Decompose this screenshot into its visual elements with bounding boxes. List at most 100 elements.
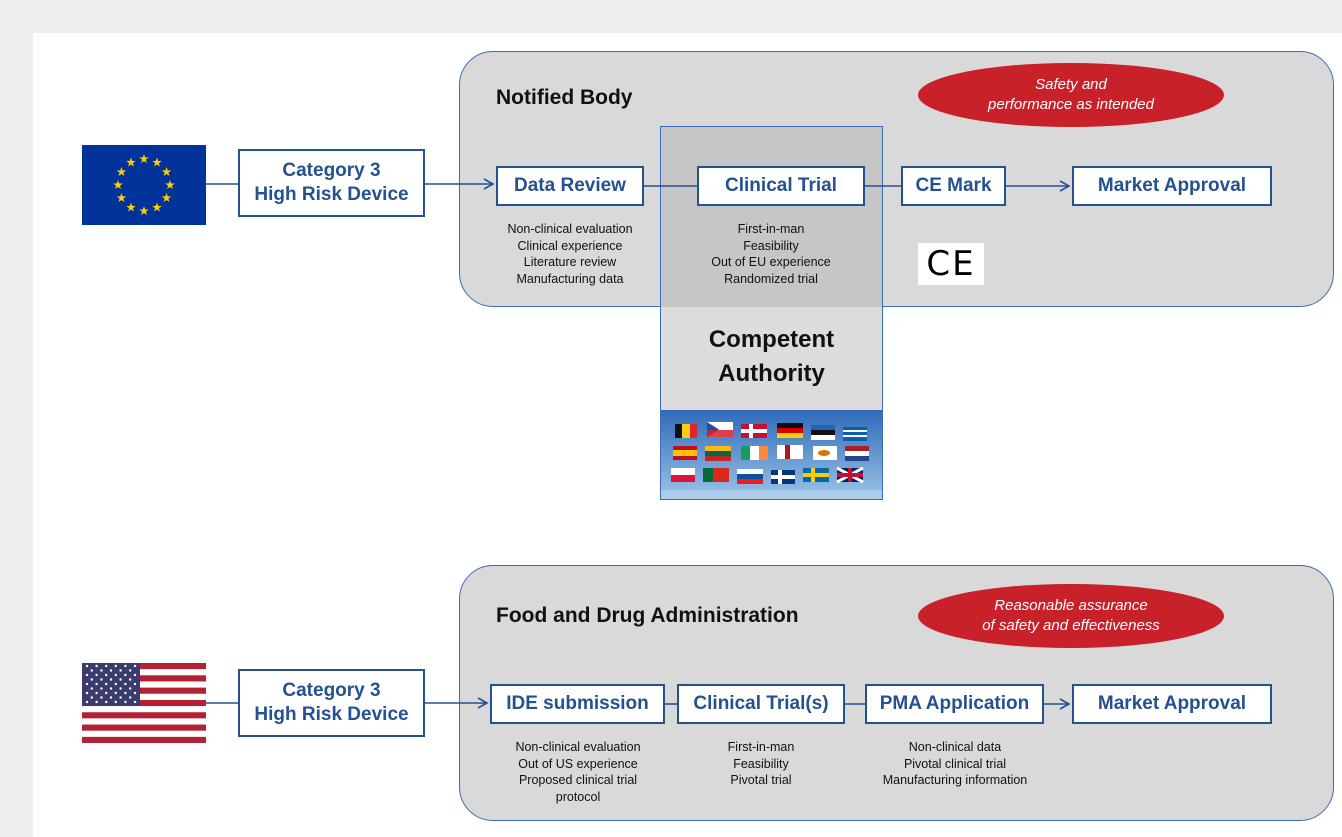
us-stripe [82, 712, 206, 719]
us-star-icon [90, 678, 93, 681]
us-star-icon [114, 691, 117, 695]
us-stripe [82, 687, 206, 695]
us-star-icon [109, 678, 113, 681]
fda-title: Food and Drug Administration [496, 604, 799, 627]
us-star-icon [105, 673, 108, 677]
eu-star-icon [161, 167, 172, 177]
us-star-icon [105, 700, 108, 704]
us-star-icon [95, 691, 98, 695]
eu-category-line2: High Risk Device [254, 184, 409, 205]
us-stripe [82, 699, 206, 707]
us-stripe [82, 669, 206, 676]
us-star-icon [119, 669, 122, 672]
us-star-icon [124, 673, 127, 677]
us-stripe [82, 693, 206, 701]
us-star-icon [129, 669, 132, 672]
ide-submission-box: IDE submission [490, 684, 665, 724]
us-goal-ellipse: Reasonable assurance of safety and effec… [918, 584, 1224, 648]
eu-market-approval-box: Market Approval [1072, 166, 1272, 206]
us-star-icon [105, 691, 108, 695]
us-star-icon [133, 691, 137, 695]
eu-clinical-trial-notes: First-in-man Feasibility Out of EU exper… [711, 222, 831, 286]
us-star-icon [119, 696, 122, 699]
us-star-icon [114, 673, 117, 677]
us-goal-line2: of safety and effectiveness [982, 617, 1160, 634]
eu-star-icon [126, 157, 136, 167]
us-star-icon [124, 664, 127, 668]
competent-authority-title: Competent Authority [708, 326, 835, 387]
eu-category-box: Category 3 High Risk Device [238, 149, 425, 217]
us-category-line1: Category 3 [282, 680, 381, 702]
us-stripe [82, 718, 206, 725]
us-goal-line1: Reasonable assurance [994, 597, 1148, 614]
us-flag-icon [82, 663, 206, 743]
us-star-icon [85, 664, 89, 668]
us-star-icon [90, 687, 93, 690]
eu-goal-line2: performance as intended [988, 96, 1154, 113]
us-stripe [82, 681, 206, 688]
pma-notes: Non-clinical data Pivotal clinical trial… [882, 740, 1028, 787]
eu-star-icon [165, 180, 175, 190]
eu-star-icon [139, 206, 149, 216]
eu-star-icon [139, 154, 149, 164]
us-category-line2: High Risk Device [254, 704, 409, 725]
us-star-icon [95, 673, 98, 677]
us-star-icon [114, 682, 117, 686]
data-review-box: Data Review [496, 166, 644, 206]
eu-star-icon [113, 180, 123, 190]
us-star-icon [129, 696, 132, 699]
us-star-icon [85, 700, 89, 704]
us-stripe [82, 730, 206, 738]
eu-goal-line1: Safety and [1035, 76, 1107, 93]
us-star-icon [114, 700, 117, 704]
us-star-icon [95, 682, 98, 686]
us-star-icon [95, 700, 98, 704]
us-stripe [82, 663, 206, 670]
eu-star-icon [126, 202, 136, 212]
us-star-icon [90, 696, 93, 699]
us-star-icon [105, 682, 108, 686]
us-star-icon [119, 687, 122, 690]
us-star-icon [109, 696, 113, 699]
us-star-icon [100, 669, 103, 672]
us-star-icon [100, 687, 103, 690]
us-clinical-trials-box: Clinical Trial(s) [677, 684, 845, 724]
us-stripe [82, 736, 206, 743]
us-star-icon [124, 700, 127, 704]
us-star-icon [100, 678, 103, 681]
us-star-icon [124, 682, 127, 686]
us-market-approval-box: Market Approval [1072, 684, 1272, 724]
us-star-icon [114, 664, 117, 668]
us-star-icon [85, 682, 89, 686]
eu-goal-ellipse: Safety and performance as intended [918, 63, 1224, 127]
us-star-icon [105, 664, 108, 668]
us-star-icon [95, 664, 98, 668]
us-category-box: Category 3 High Risk Device [238, 669, 425, 737]
us-star-icon [109, 669, 113, 672]
ce-logo: CE [918, 243, 984, 285]
eu-star-icon [152, 202, 162, 212]
eu-star-icon [116, 167, 127, 177]
eu-star-icon [161, 193, 172, 203]
us-stripe [82, 706, 206, 713]
us-star-icon [129, 687, 132, 690]
us-star-icon [85, 673, 89, 677]
us-stripe [82, 724, 206, 731]
ide-notes: Non-clinical evaluation Out of US experi… [515, 740, 641, 804]
us-clinical-trials-notes: First-in-man Feasibility Pivotal trial [727, 740, 795, 787]
us-star-icon [85, 691, 89, 695]
pma-application-box: PMA Application [865, 684, 1044, 724]
eu-star-icon [152, 157, 162, 167]
notified-body-title: Notified Body [496, 86, 633, 109]
us-star-icon [90, 669, 93, 672]
us-star-icon [133, 700, 137, 704]
eu-flag-icon [82, 145, 206, 225]
us-star-icon [129, 678, 132, 681]
eu-category-line1: Category 3 [282, 160, 381, 182]
us-star-icon [133, 682, 137, 686]
us-star-icon [133, 664, 137, 668]
us-star-icon [109, 687, 113, 690]
us-star-icon [100, 696, 103, 699]
eu-star-icon [116, 193, 127, 203]
